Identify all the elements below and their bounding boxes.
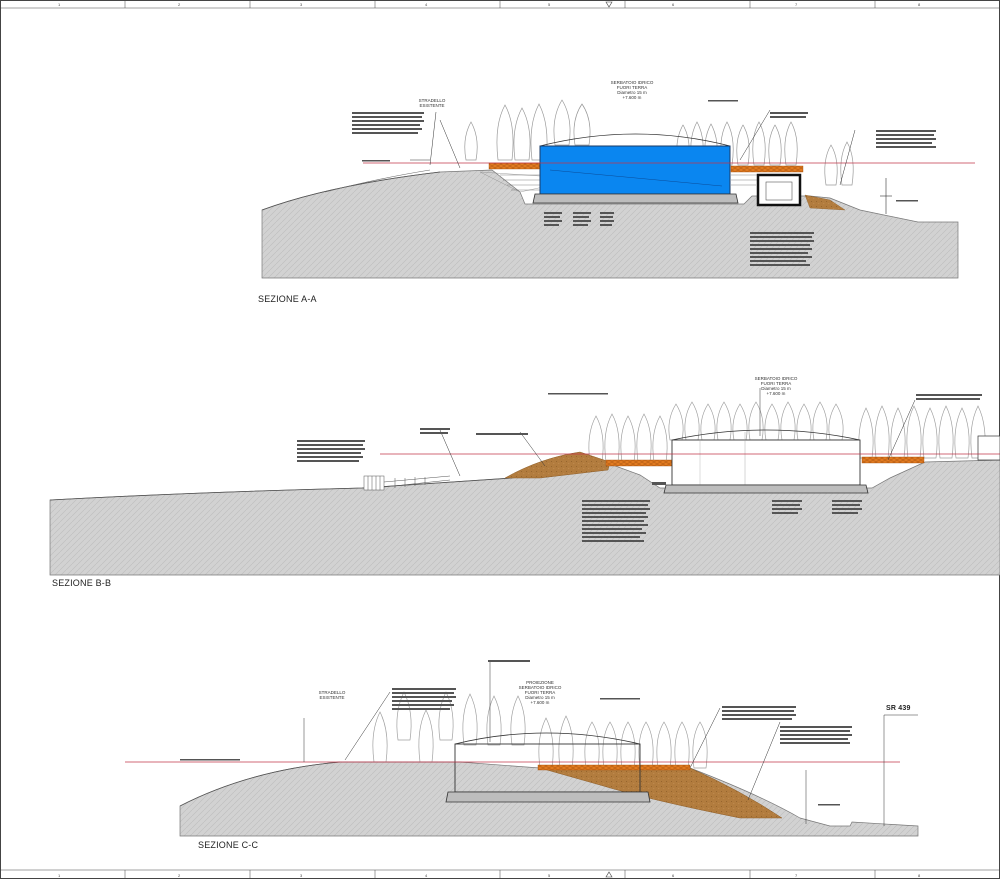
frame-center-mark — [605, 1, 613, 8]
section-c-left-tag: STRADELLO ESISTENTE — [318, 690, 346, 700]
section-c-trees — [372, 691, 708, 769]
section-a-tank-dome — [539, 133, 731, 147]
section-a-left-tag: STRADELLO ESISTENTE — [418, 98, 446, 108]
section-a-fill-band-right — [730, 165, 804, 173]
section-b — [49, 388, 1000, 576]
frame-tick-8: 8 — [918, 2, 921, 7]
svg-text:3: 3 — [300, 873, 303, 878]
section-b-leader-lines — [439, 388, 916, 477]
svg-text:8: 8 — [918, 873, 921, 878]
section-c-tank-label: PROIEZIONE SERBATOIO IDRICO FUORI TERRA … — [518, 680, 562, 705]
section-c-leader-lines — [303, 660, 918, 826]
frame-tick-3: 3 — [300, 2, 303, 7]
svg-text:2: 2 — [178, 873, 181, 878]
frame-tick-4: 4 — [425, 2, 428, 7]
section-a-water-tank — [539, 145, 731, 195]
section-a-fill-band-left — [488, 162, 542, 170]
svg-text:6: 6 — [672, 873, 675, 878]
section-b-tank-foundation — [663, 484, 869, 494]
section-b-fence — [363, 475, 451, 491]
section-b-fill-band-right — [861, 456, 925, 464]
section-b-annotation-blocks — [297, 393, 982, 542]
svg-text:1: 1 — [58, 873, 61, 878]
section-a-trees — [464, 99, 854, 186]
section-c-title: SEZIONE C-C — [198, 840, 259, 850]
section-b-tank — [671, 429, 861, 486]
section-b-building — [977, 435, 1000, 461]
svg-text:4: 4 — [425, 873, 428, 878]
section-a-title: SEZIONE A-A — [258, 294, 317, 304]
section-b-title: SEZIONE B-B — [52, 578, 112, 588]
section-a-annotation-blocks — [352, 100, 936, 266]
section-a-backfill — [804, 194, 846, 211]
frame-tick-2: 2 — [178, 2, 181, 7]
section-c-fill-band — [537, 764, 691, 771]
section-c-annotation-blocks — [180, 660, 852, 806]
frame-tick-7: 7 — [795, 2, 798, 7]
frame-tick-5: 5 — [548, 2, 551, 7]
frame-tick-labels: 1 2 3 4 5 6 7 8 1 2 3 4 5 6 7 8 — [58, 2, 921, 878]
section-c-tank-projection — [445, 732, 651, 803]
section-a-valve-chamber — [756, 173, 802, 207]
section-b-tank-label: SERBATOIO IDRICO FUORI TERRA Diametro 15… — [754, 376, 798, 396]
section-a-tank-foundation — [532, 193, 739, 204]
section-a-fence — [880, 178, 892, 214]
frame-tick-6: 6 — [672, 2, 675, 7]
frame-tick-1: 1 — [58, 2, 61, 7]
section-b-trees — [588, 401, 986, 463]
section-c — [125, 660, 919, 837]
section-a-tank-label: SERBATOIO IDRICO FUORI TERRA Diametro 15… — [610, 80, 654, 100]
section-b-fill-band-left — [605, 459, 673, 467]
section-a-slope-hatching — [500, 174, 760, 191]
section-c-road-label: SR 439 — [886, 705, 911, 712]
section-a — [261, 99, 975, 279]
svg-text:7: 7 — [795, 873, 798, 878]
svg-text:5: 5 — [548, 873, 551, 878]
section-a-leader-lines — [410, 109, 856, 186]
